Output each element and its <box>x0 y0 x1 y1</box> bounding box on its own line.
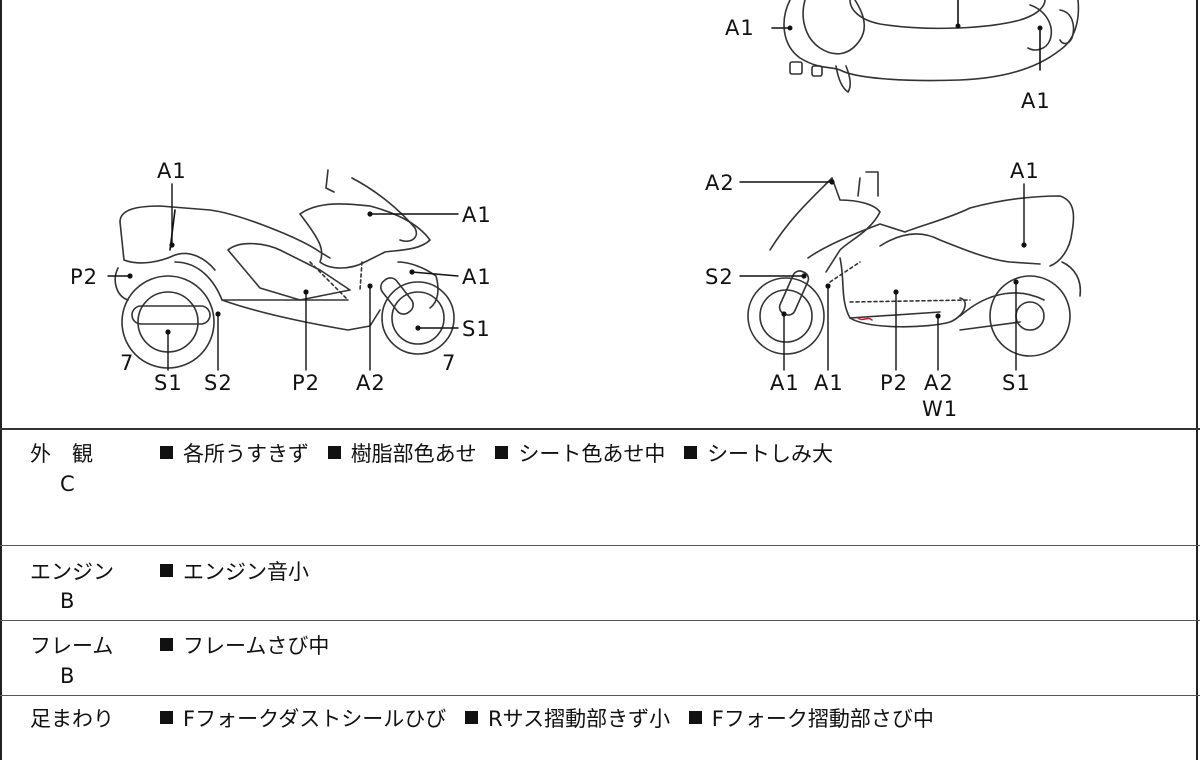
section-title-exterior: 外 観 <box>30 442 93 466</box>
left-view-label-top: A1 <box>157 159 187 183</box>
left-view-label-windscreen: A1 <box>462 203 492 227</box>
bullet-icon <box>327 446 341 459</box>
bullet-icon <box>495 446 509 459</box>
left-view-label-bottom-a2: A2 <box>356 371 386 395</box>
right-view-label-bottom-w1: W1 <box>922 397 959 421</box>
right-view-label-bottom-a1-1: A1 <box>770 371 800 395</box>
diagram-divider <box>0 428 1200 430</box>
right-view-label-top: A1 <box>1010 159 1040 183</box>
engine-item: エンジン音小 <box>183 560 309 584</box>
left-view-rear-wheel-number: 7 <box>120 351 135 375</box>
left-view-label-front-wheel: S1 <box>462 317 491 341</box>
section-items-frame: フレームさび中 <box>160 630 341 660</box>
left-view-label-bottom-p2: P2 <box>292 371 321 395</box>
section-grade-frame: B <box>60 664 75 688</box>
left-view-label-bottom-s2: S2 <box>204 371 233 395</box>
frame-item: フレームさび中 <box>183 634 330 658</box>
section-items-exterior: 各所うすきず 樹脂部色あせ シート色あせ中 シートしみ大 <box>160 438 845 468</box>
section-items-engine: エンジン音小 <box>160 556 321 586</box>
right-view-label-bottom-a2: A2 <box>924 371 954 395</box>
left-view-label-rear: P2 <box>70 265 99 289</box>
right-view-label-front: S2 <box>705 265 734 289</box>
bullet-icon <box>684 446 698 459</box>
row-divider-1 <box>0 545 1200 546</box>
bullet-icon <box>160 446 173 459</box>
left-view-front-wheel-number: 7 <box>442 351 457 375</box>
section-title-frame: フレーム <box>30 634 114 658</box>
motorcycle-damage-diagram: A1 A1 A1 A1 A1 S1 P2 7 7 S1 S2 P2 A2 A2 … <box>70 0 1082 421</box>
right-view-label-bottom-s1: S1 <box>1002 371 1031 395</box>
left-leader-lines <box>107 183 459 371</box>
section-items-suspension: Fフォークダストシールひび Rサス摺動部きず小 Fフォーク摺動部さび中 <box>160 703 946 733</box>
suspension-item: Fフォークダストシールひび <box>183 707 447 731</box>
exterior-item: 樹脂部色あせ <box>350 442 477 466</box>
exterior-item: シートしみ大 <box>707 442 834 466</box>
section-title-suspension: 足まわり <box>30 707 114 731</box>
section-grade-engine: B <box>60 589 75 613</box>
left-view-label-front-fender: A1 <box>462 265 492 289</box>
motorcycle-right-view <box>747 171 1082 357</box>
suspension-item: Rサス摺動部きず小 <box>487 707 671 731</box>
bullet-icon <box>464 711 478 724</box>
bullet-icon <box>688 711 702 724</box>
suspension-item: Fフォーク摺動部さび中 <box>711 707 934 731</box>
right-leader-lines <box>739 179 1027 371</box>
section-grade-exterior: C <box>60 472 75 496</box>
motorcycle-top-view <box>771 0 1080 93</box>
exterior-item: シート色あせ中 <box>518 442 666 466</box>
left-view-label-bottom-s1: S1 <box>154 371 183 395</box>
row-divider-2 <box>0 620 1200 621</box>
section-title-engine: エンジン <box>30 560 114 584</box>
right-view-label-bottom-a1-2: A1 <box>814 371 844 395</box>
row-divider-3 <box>0 695 1200 696</box>
bullet-icon <box>160 638 173 651</box>
right-view-label-bottom-p2: P2 <box>880 371 909 395</box>
top-view-label-bottom-right: A1 <box>1021 89 1051 113</box>
exterior-item: 各所うすきず <box>183 442 309 466</box>
top-view-label-left: A1 <box>725 16 755 40</box>
motorcycle-left-view <box>114 169 455 369</box>
bullet-icon <box>160 564 173 577</box>
bullet-icon <box>160 711 173 724</box>
motorcycle-drawings <box>107 0 1082 371</box>
right-view-label-windscreen: A2 <box>705 171 735 195</box>
